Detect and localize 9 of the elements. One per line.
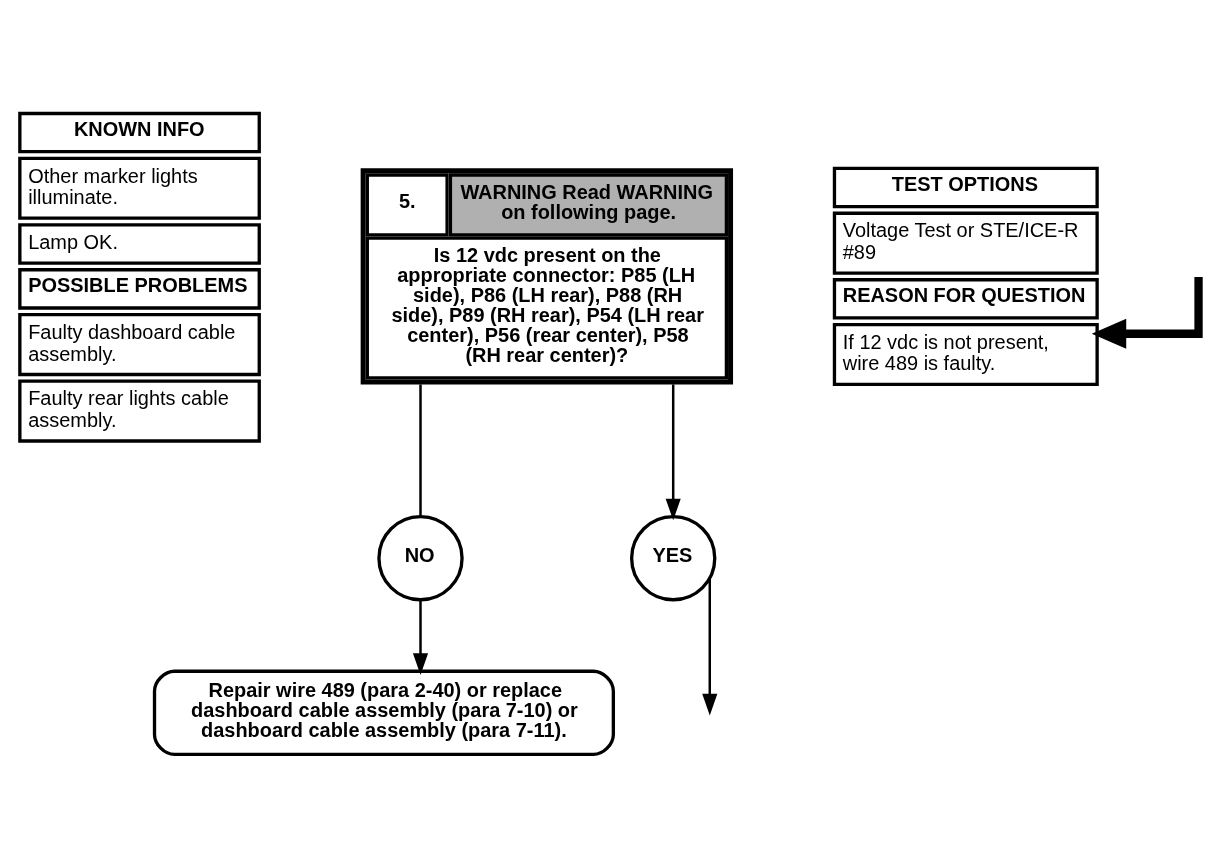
arrow xyxy=(412,599,429,675)
node-circle: NO xyxy=(377,514,464,601)
arrow xyxy=(1091,276,1203,349)
arrow xyxy=(702,577,718,715)
connector xyxy=(419,383,422,517)
node-box: Repair wire 489 (para 2-40) or replace dashboard cable assembly (para 7-10) or dashboard cable assembly (para 7-11). xyxy=(152,669,615,756)
arrow xyxy=(665,383,681,520)
node-box: 5. WARNING Read WARNING on following page. Is 12 vdc present on the appropriate connector: P85 (LH side), P86 (LH rear), P88 (RH side), P89 (RH rear), P54 (LH rear center), P56 (rear center), P58 (RH rear center)? xyxy=(360,167,734,384)
node-circle: YES xyxy=(630,514,717,601)
